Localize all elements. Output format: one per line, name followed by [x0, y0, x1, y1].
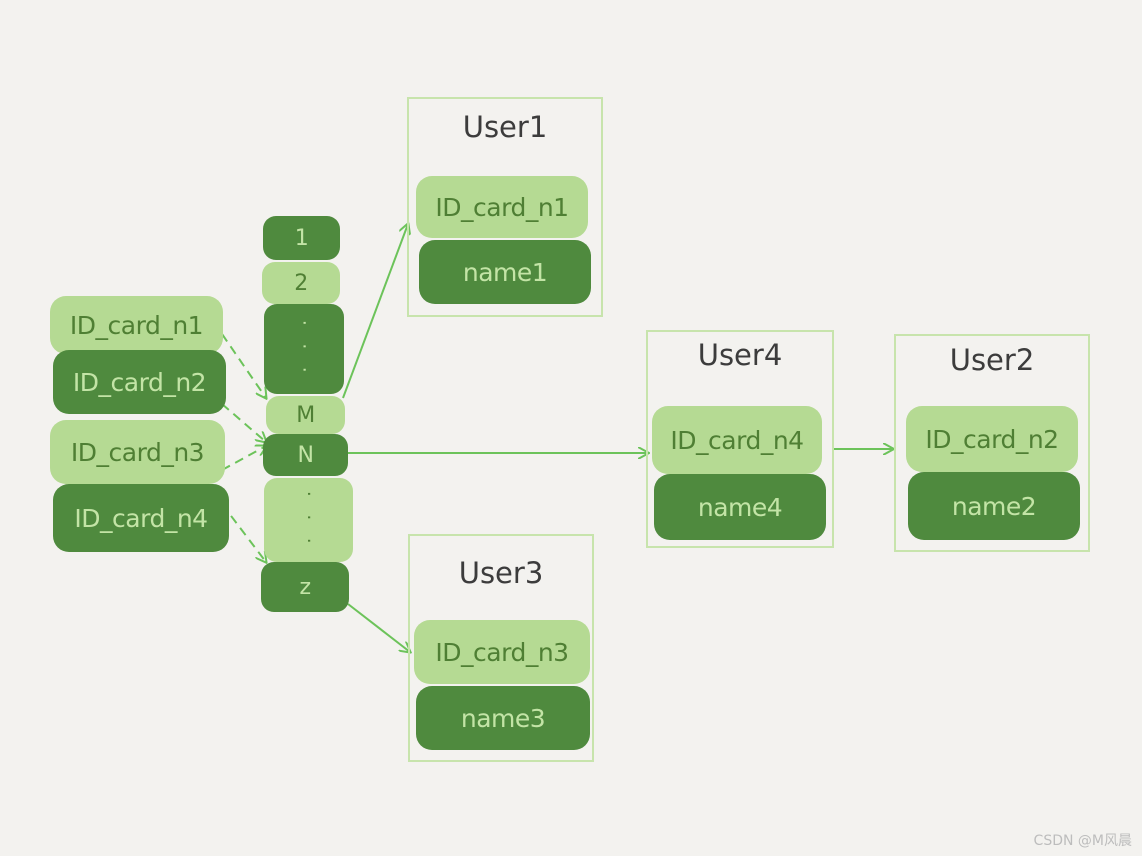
hash-arrow-n3: [221, 446, 266, 471]
user2-name: name2: [908, 472, 1080, 540]
bucket-2: 2: [262, 262, 340, 304]
user1-name: name1: [419, 240, 591, 304]
key-id-card-n4: ID_card_n4: [53, 484, 229, 552]
hash-arrow-n4: [221, 503, 266, 562]
user3-record: [408, 534, 594, 762]
user2-record: [894, 334, 1090, 552]
hash-arrow-n1: [221, 333, 266, 398]
bucket-ellipsis-lower: · · ·: [264, 478, 353, 562]
user3-title: User3: [458, 556, 544, 590]
hash-arrow-n2: [221, 403, 266, 442]
user1-record: [407, 97, 603, 317]
watermark: CSDN @M风晨: [1033, 833, 1132, 849]
user4-record: [646, 330, 834, 548]
user4-id-card: ID_card_n4: [652, 406, 822, 474]
user3-id-card: ID_card_n3: [414, 620, 590, 684]
user1-id-card: ID_card_n1: [416, 176, 588, 238]
bucket-n: N: [263, 434, 348, 476]
pointer-arrow-m-user1: [342, 224, 408, 399]
bucket-1: 1: [263, 216, 340, 260]
bucket-ellipsis-upper: · · ·: [264, 304, 344, 394]
user3-name: name3: [416, 686, 590, 750]
key-id-card-n3: ID_card_n3: [50, 420, 225, 484]
bucket-m: M: [266, 396, 345, 434]
user4-name: name4: [654, 474, 826, 540]
pointer-arrow-z-user3: [347, 603, 410, 652]
key-id-card-n2: ID_card_n2: [53, 350, 226, 414]
user2-id-card: ID_card_n2: [906, 406, 1078, 472]
bucket-z: z: [261, 562, 349, 612]
user2-title: User2: [949, 343, 1035, 377]
key-id-card-n1: ID_card_n1: [50, 296, 223, 354]
user4-title: User4: [697, 338, 783, 372]
user1-title: User1: [462, 110, 548, 144]
